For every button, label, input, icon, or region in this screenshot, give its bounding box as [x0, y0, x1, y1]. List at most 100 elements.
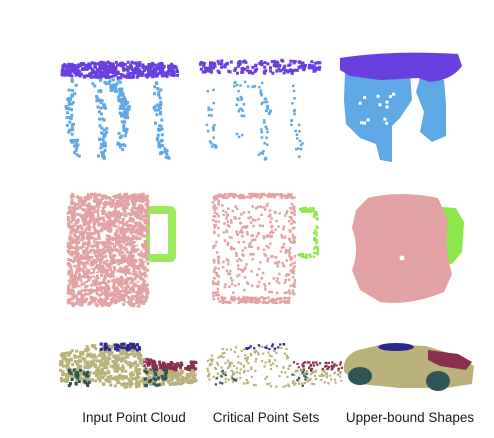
body-point	[289, 230, 292, 233]
body-point	[74, 239, 78, 243]
leg-point	[121, 148, 125, 151]
body-point	[116, 292, 120, 295]
top-point	[304, 64, 307, 67]
body-point	[138, 368, 142, 371]
body-point	[79, 297, 83, 301]
body-point	[139, 354, 143, 358]
hole	[385, 100, 389, 104]
body-point	[212, 375, 215, 378]
body-point	[95, 274, 99, 278]
leg-point	[98, 137, 101, 141]
body-point	[86, 242, 90, 245]
body-point	[109, 301, 113, 305]
body-point	[146, 262, 150, 266]
body-point	[129, 238, 133, 241]
body-point	[105, 264, 109, 268]
body-point	[68, 243, 72, 247]
body-point	[86, 360, 90, 364]
body-point	[290, 222, 293, 225]
top-point	[83, 75, 87, 79]
body-point	[114, 293, 118, 297]
hood-point	[325, 364, 328, 368]
body-point	[111, 377, 115, 381]
body-point	[136, 213, 139, 216]
body-point	[251, 258, 254, 261]
leg-point	[70, 108, 73, 112]
body-point	[95, 193, 99, 197]
top-point	[140, 70, 144, 74]
top-point	[216, 59, 220, 63]
leg-point	[70, 102, 74, 106]
body-point	[72, 206, 76, 210]
gap	[77, 295, 81, 298]
body-point	[289, 247, 292, 250]
body-point	[229, 219, 233, 222]
top-point	[91, 69, 95, 73]
leg-point	[115, 81, 119, 85]
body-point	[142, 381, 146, 385]
leg-point	[104, 144, 108, 148]
top-point	[287, 63, 291, 67]
wheel-point	[164, 376, 168, 380]
body-point	[100, 256, 104, 260]
body-point	[112, 199, 115, 202]
leg-point	[98, 117, 101, 121]
body-point	[188, 379, 192, 383]
gap	[99, 207, 102, 210]
leg-point	[206, 89, 209, 93]
leg-point	[212, 88, 215, 92]
body-point	[138, 361, 142, 365]
body-point	[107, 202, 111, 206]
body-point	[256, 232, 260, 236]
body-point	[104, 362, 108, 366]
body-point	[115, 240, 118, 244]
body-point	[96, 211, 100, 214]
leg-point	[70, 139, 74, 143]
body-point	[94, 204, 98, 208]
leg-point	[120, 87, 124, 91]
body-point	[130, 261, 134, 264]
body-point	[95, 196, 98, 200]
body-point	[217, 199, 220, 202]
hole	[378, 103, 382, 107]
body-point	[276, 262, 279, 265]
leg-point	[292, 89, 296, 93]
leg-point	[73, 92, 77, 96]
body-point	[87, 275, 91, 279]
top-point	[90, 61, 94, 65]
body-point	[91, 296, 95, 300]
leg-point	[239, 95, 243, 99]
body-point	[68, 293, 72, 297]
body-point	[114, 354, 118, 358]
body-point	[255, 207, 258, 210]
body-point	[214, 282, 218, 286]
body-point	[272, 298, 275, 302]
top-point	[89, 75, 93, 79]
body-point	[133, 193, 137, 197]
body-point	[98, 253, 102, 257]
body-point	[318, 374, 321, 377]
hood-point	[324, 365, 327, 368]
body-point	[269, 385, 272, 388]
body-point	[112, 195, 116, 198]
body-point	[143, 239, 147, 243]
body-point	[224, 371, 227, 374]
body-point	[207, 370, 210, 373]
body-point	[126, 261, 130, 264]
body-point	[94, 242, 98, 246]
body-point	[94, 280, 97, 284]
body-point	[216, 283, 220, 286]
body-point	[117, 242, 121, 246]
body-point	[132, 304, 136, 308]
body-point	[85, 236, 89, 240]
mug-critical-handle	[297, 206, 320, 259]
top-point	[65, 64, 69, 68]
body-point	[251, 284, 254, 287]
body-point	[293, 255, 297, 258]
gap	[89, 253, 92, 256]
body-point	[218, 300, 221, 303]
mug-upper-hole	[399, 255, 405, 261]
body-point	[87, 348, 91, 352]
body-point	[119, 295, 123, 299]
leg-point	[106, 81, 110, 85]
